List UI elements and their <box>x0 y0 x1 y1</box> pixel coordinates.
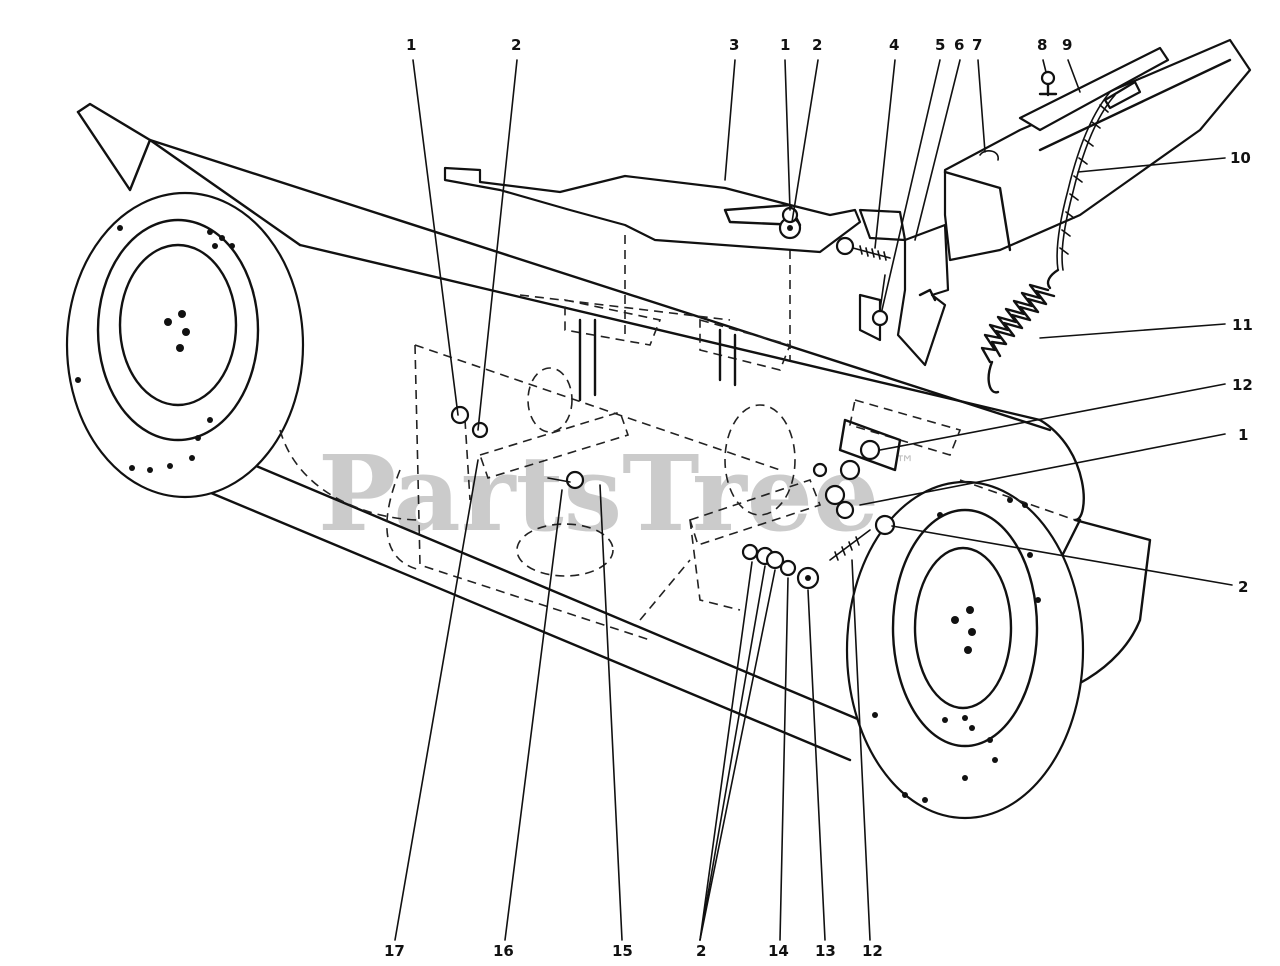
callout-10: 10 <box>1230 149 1251 167</box>
callout-2-right: 2 <box>1238 578 1248 596</box>
callout-3: 3 <box>729 36 739 54</box>
hidden-outlines <box>279 235 1076 641</box>
callout-14: 14 <box>768 942 789 960</box>
callout-2-bottom: 2 <box>696 942 706 960</box>
callout-4: 4 <box>889 36 899 54</box>
frame-rail <box>943 38 1252 262</box>
callout-12-right: 12 <box>1232 376 1253 394</box>
fastener-cluster <box>450 405 896 590</box>
callout-12-bottom: 12 <box>862 942 883 960</box>
chain <box>1056 91 1116 271</box>
callout-13: 13 <box>815 942 836 960</box>
right-end-plate <box>845 480 1085 820</box>
latch-bracket <box>858 208 950 367</box>
callout-1-top: 1 <box>780 36 790 54</box>
callout-6: 6 <box>954 36 964 54</box>
shield-hardware <box>778 206 802 240</box>
callout-2-top-left: 2 <box>511 36 521 54</box>
callout-15: 15 <box>612 942 633 960</box>
callout-8: 8 <box>1037 36 1047 54</box>
callout-9: 9 <box>1062 36 1072 54</box>
left-end-plate <box>65 191 305 499</box>
mounting-brackets <box>478 299 962 611</box>
leader-lines <box>394 59 1233 941</box>
extension-spring <box>980 268 1060 394</box>
watermark-trademark: ™ <box>895 451 915 475</box>
callout-11: 11 <box>1232 316 1253 334</box>
callout-7: 7 <box>972 36 982 54</box>
callout-16: 16 <box>493 942 514 960</box>
bolt <box>835 236 891 261</box>
callout-labels: 1 2 3 1 2 4 5 6 7 8 9 10 11 12 1 2 17 16… <box>384 36 1253 960</box>
watermark-text: PartsTree <box>318 432 879 555</box>
watermark: PartsTree ™ <box>318 432 915 555</box>
callout-2-top: 2 <box>812 36 822 54</box>
callout-17: 17 <box>384 942 405 960</box>
shield-plate <box>443 166 862 254</box>
callout-1-top-left: 1 <box>406 36 416 54</box>
callout-5: 5 <box>935 36 945 54</box>
handle-bar <box>1018 46 1170 132</box>
callout-1-right: 1 <box>1238 426 1248 444</box>
